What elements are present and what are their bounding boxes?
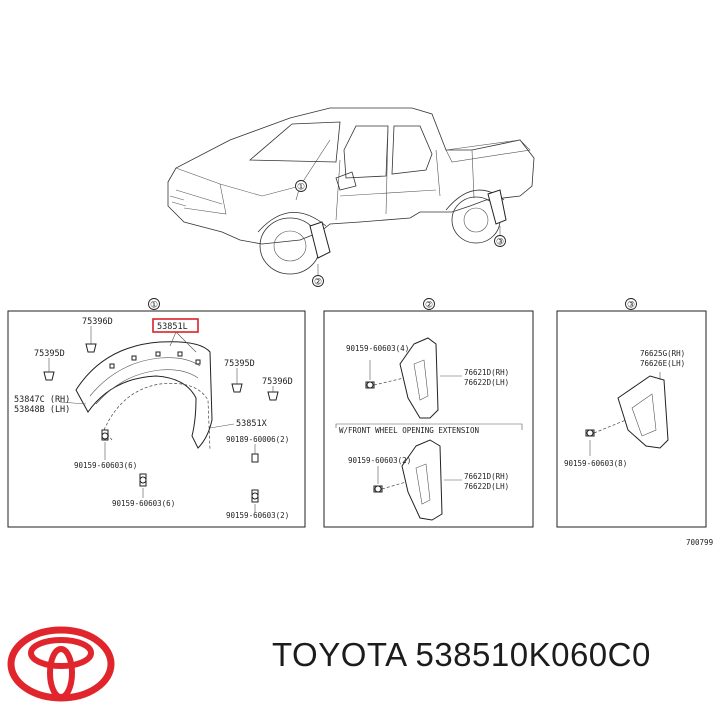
svg-text:②: ② <box>425 301 433 311</box>
svg-text:③: ③ <box>627 301 635 311</box>
section-title: W/FRONT WHEEL OPENING EXTENSION <box>339 426 479 435</box>
svg-text:②: ② <box>314 278 322 288</box>
panel-2-frame <box>323 310 534 528</box>
panel-2-header: ② <box>423 298 435 311</box>
toyota-logo-icon <box>7 626 115 702</box>
label-75396D-top: 75396D <box>82 317 113 327</box>
label-75395D-right: 75395D <box>224 359 255 369</box>
label-90189: 90189-60006(2) <box>226 435 289 444</box>
fender-flare <box>75 341 213 449</box>
label-90159-6b: 90159-60603(6) <box>112 499 175 508</box>
mudflap-bottom <box>401 439 443 521</box>
label-53848B: 53848B (LH) <box>14 405 70 415</box>
p2-bot-rh: 76621D(RH) <box>464 472 509 481</box>
highlight-part-box <box>152 318 199 333</box>
truck-callout-2: ② <box>312 275 324 288</box>
svg-text:①: ① <box>297 183 305 193</box>
panel-1-frame <box>7 310 306 528</box>
label-53851X: 53851X <box>236 419 268 429</box>
p2-top-rh: 76621D(RH) <box>464 368 509 377</box>
mudflap-rear <box>617 375 669 449</box>
panel-3-header: ③ <box>625 298 637 311</box>
label-75396D-right: 75396D <box>262 377 293 387</box>
label-90159-6a: 90159-60603(6) <box>74 461 137 470</box>
section-divider <box>335 423 523 430</box>
p3-rh: 76625G(RH) <box>640 349 685 358</box>
diagram-code: 700799 <box>686 538 713 547</box>
svg-text:①: ① <box>150 301 158 311</box>
p2-bot-bolt: 90159-60603(2) <box>348 456 411 465</box>
mudflap-top <box>399 337 439 419</box>
label-75395D-left: 75395D <box>34 349 65 359</box>
truck-illustration <box>167 107 535 276</box>
p2-top-lh: 76622D(LH) <box>464 378 509 387</box>
panel-3-frame <box>556 310 707 528</box>
label-53847C: 53847C (RH) <box>14 395 70 405</box>
p2-bot-lh: 76622D(LH) <box>464 482 509 491</box>
label-90159-2: 90159-60603(2) <box>226 511 289 520</box>
p2-top-bolt: 90159-60603(4) <box>346 344 409 353</box>
p3-lh: 76626E(LH) <box>640 359 685 368</box>
svg-text:③: ③ <box>496 238 504 248</box>
truck-callout-3: ③ <box>494 235 506 248</box>
p3-bolt: 90159-60603(8) <box>564 459 627 468</box>
truck-callout-1: ① <box>295 180 307 193</box>
highlight-part-label: 53851L <box>157 322 188 332</box>
brand-part-number: TOYOTA 538510K060C0 <box>272 636 651 673</box>
panel-1-header: ① <box>148 298 160 311</box>
